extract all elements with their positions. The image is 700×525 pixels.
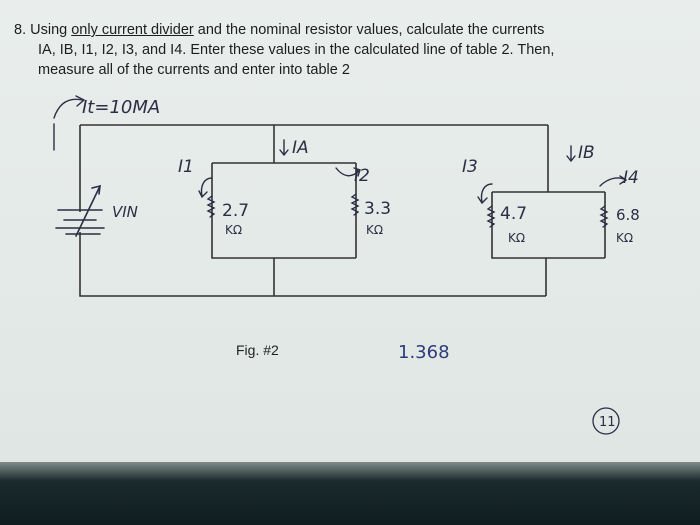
current-arrows (53, 95, 628, 205)
figure-caption: Fig. #2 (236, 342, 279, 358)
question-line-1-end: and the nominal resistor values, calcula… (193, 22, 545, 38)
resistor-r1-symbol (206, 195, 216, 218)
arrow-i2 (335, 167, 361, 177)
resistor-r3-symbol (486, 205, 496, 228)
variable-arrowhead (91, 184, 101, 195)
current-i1-label: I1 (178, 157, 194, 177)
question-text: 8. Using only current divider and the no… (14, 20, 674, 80)
worksheet-paper (0, 0, 700, 462)
wire-bottom-rail (79, 232, 546, 297)
score-circle (592, 407, 620, 435)
battery-symbol (55, 184, 105, 237)
score-number: 11 (599, 415, 616, 430)
parallel-block-b (491, 191, 606, 259)
question-line-2: IA, IB, I1, I2, I3, and I4. Enter these … (38, 42, 555, 58)
current-ib-label: IB (578, 143, 595, 163)
handwritten-calculation: 1.368 (398, 342, 450, 363)
r1-value: 2.7 (222, 201, 249, 221)
arrow-i3 (477, 183, 493, 205)
r3-unit: KΩ (508, 231, 525, 245)
vin-label: VIN (112, 203, 138, 221)
current-i4-label: I4 (623, 168, 639, 188)
total-current-label: It=10MA (82, 97, 160, 118)
resistor-r2-symbol (350, 193, 360, 216)
circuit-diagram: It=10MA IA IB I1 I2 I3 I4 VIN 2.7 KΩ 3.3… (53, 95, 640, 435)
current-ia-label: IA (292, 138, 309, 158)
variable-arrow-line (75, 185, 101, 237)
r2-value: 3.3 (364, 199, 391, 219)
arrow-ib (566, 145, 576, 163)
arrow-ia (279, 139, 289, 157)
r1-unit: KΩ (225, 223, 242, 237)
dark-background (0, 462, 700, 525)
question-line-1-start: Using (30, 22, 72, 38)
arrow-it-curve (53, 98, 83, 119)
current-i2-label: I2 (354, 166, 370, 186)
r4-value: 6.8 (616, 206, 640, 224)
arrow-it-head (75, 95, 86, 107)
resistor-symbols (206, 193, 609, 228)
r4-unit: KΩ (616, 231, 633, 245)
r2-unit: KΩ (366, 223, 383, 237)
question-number: 8. (14, 22, 27, 38)
arrow-i4 (599, 175, 628, 187)
r3-value: 4.7 (500, 204, 527, 224)
resistor-r4-symbol (599, 205, 609, 228)
arrow-i1 (198, 177, 213, 199)
question-line-1: 8. Using only current divider and the no… (14, 20, 674, 40)
underlined-phrase: only current divider (71, 22, 194, 38)
question-line-3: measure all of the currents and enter in… (38, 62, 350, 78)
current-i3-label: I3 (462, 157, 478, 177)
